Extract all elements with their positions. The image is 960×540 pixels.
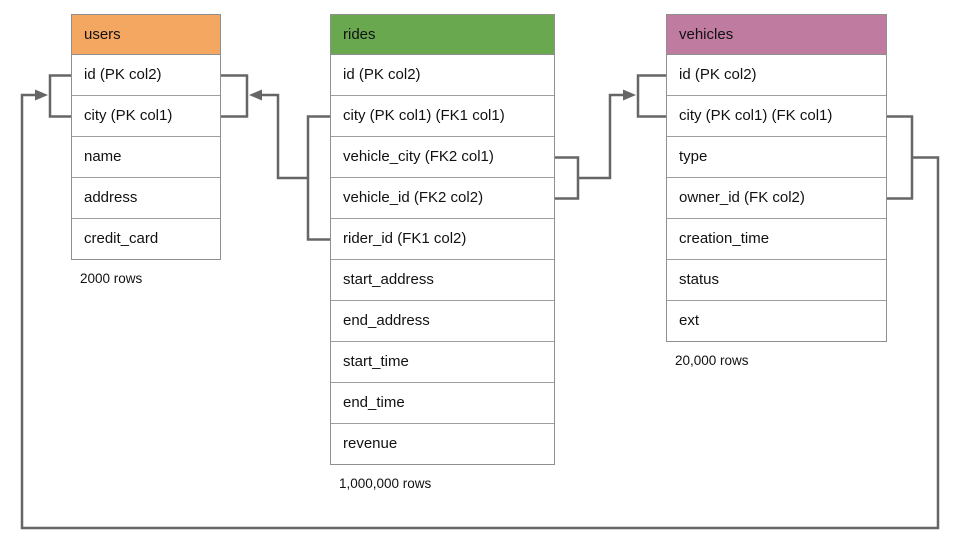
- vehicles-row-count: 20,000 rows: [675, 353, 749, 368]
- table-column-row: id (PK col2): [72, 55, 220, 96]
- table-column-row: id (PK col2): [331, 55, 554, 96]
- table-column-row: rider_id (FK1 col2): [331, 219, 554, 260]
- vehicles-left-bracket: [636, 74, 666, 118]
- table-column-row: start_address: [331, 260, 554, 301]
- users-right-bracket: [221, 74, 249, 118]
- vehicles-to-users-arrowhead: [35, 89, 48, 101]
- rides-to-vehicles-line: [578, 93, 625, 180]
- table-column-row: address: [72, 178, 220, 219]
- table-column-row: vehicle_city (FK2 col1): [331, 137, 554, 178]
- table-column-row: start_time: [331, 342, 554, 383]
- table-column-row: creation_time: [667, 219, 886, 260]
- users-table-header: users: [72, 15, 220, 55]
- rides-to-vehicles-arrowhead: [623, 89, 636, 101]
- vehicles-right-bracket: [887, 115, 914, 200]
- table-column-row: type: [667, 137, 886, 178]
- table-column-row: revenue: [331, 424, 554, 464]
- relation-rides-to-users: [221, 74, 330, 241]
- rides-to-users-arrowhead: [249, 89, 262, 101]
- table-column-row: owner_id (FK col2): [667, 178, 886, 219]
- vehicles-table-header: vehicles: [667, 15, 886, 55]
- table-column-row: end_address: [331, 301, 554, 342]
- table-column-row: name: [72, 137, 220, 178]
- rides-table-columns: id (PK col2)city (PK col1) (FK1 col1)veh…: [331, 55, 554, 464]
- table-column-row: vehicle_id (FK2 col2): [331, 178, 554, 219]
- relation-rides-to-vehicles: [555, 74, 666, 200]
- table-column-row: city (PK col1) (FK1 col1): [331, 96, 554, 137]
- rides-left-bracket: [306, 115, 330, 241]
- rides-row-count: 1,000,000 rows: [339, 476, 432, 491]
- vehicles-table-columns: id (PK col2)city (PK col1) (FK col1)type…: [667, 55, 886, 341]
- rides-to-users-line: [261, 93, 308, 180]
- table-column-row: id (PK col2): [667, 55, 886, 96]
- rides-right-bracket: [555, 156, 580, 200]
- table-column-row: status: [667, 260, 886, 301]
- rides-table: rides id (PK col2)city (PK col1) (FK1 co…: [330, 14, 555, 491]
- table-column-row: credit_card: [72, 219, 220, 259]
- table-column-row: ext: [667, 301, 886, 341]
- rides-table-header: rides: [331, 15, 554, 55]
- users-left-bracket: [48, 74, 71, 118]
- vehicles-table: vehicles id (PK col2)city (PK col1) (FK …: [666, 14, 887, 368]
- table-column-row: city (PK col1): [72, 96, 220, 137]
- table-column-row: end_time: [331, 383, 554, 424]
- users-row-count: 2000 rows: [80, 271, 143, 286]
- table-column-row: city (PK col1) (FK col1): [667, 96, 886, 137]
